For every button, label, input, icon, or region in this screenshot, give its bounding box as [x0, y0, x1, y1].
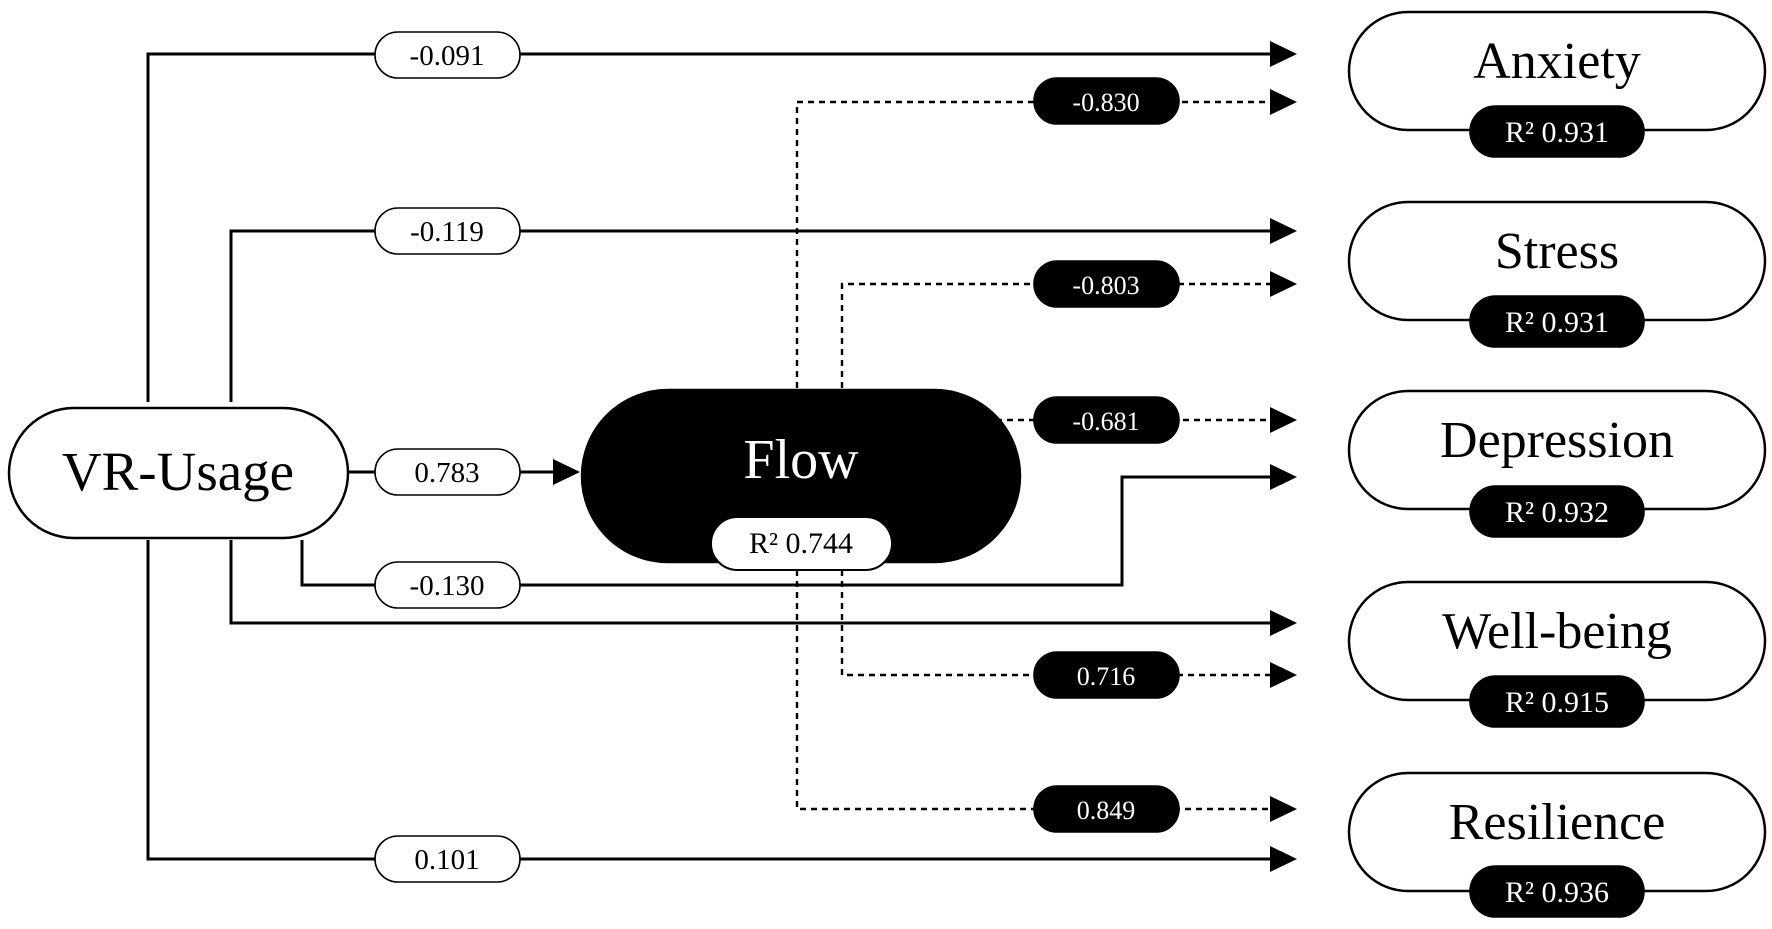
arrowhead-icon [1270, 89, 1297, 115]
svg-text:-0.130: -0.130 [410, 570, 485, 602]
svg-text:-0.119: -0.119 [410, 216, 484, 248]
node-vr-usage: VR-Usage [7, 406, 350, 540]
node-depression-label: Depression [1440, 412, 1674, 469]
node-resilience: Resilience R² 0.936 [1347, 771, 1767, 918]
node-stress-label: Stress [1495, 223, 1619, 280]
edge-flow-resilience [795, 570, 1270, 811]
arrowhead-icon [1270, 662, 1297, 688]
coef-vr-depression: -0.130 [374, 561, 521, 609]
node-resilience-label: Resilience [1449, 794, 1666, 851]
svg-text:-0.091: -0.091 [410, 40, 485, 72]
coef-flow-depression: -0.681 [1033, 396, 1180, 444]
node-flow: Flow R² 0.744 [580, 388, 1022, 571]
node-wellbeing: Well-being R² 0.915 [1347, 580, 1767, 728]
node-anxiety-label: Anxiety [1473, 33, 1641, 90]
node-vr-usage-label: VR-Usage [62, 441, 294, 502]
svg-text:-0.803: -0.803 [1072, 271, 1139, 300]
edge-vr-wellbeing [229, 540, 1270, 625]
node-depression-r2: R² 0.932 [1505, 496, 1609, 529]
coef-flow-wellbeing: 0.716 [1033, 651, 1180, 699]
svg-text:0.101: 0.101 [414, 844, 479, 876]
edge-vr-depression [300, 475, 1270, 587]
node-anxiety-r2: R² 0.931 [1505, 116, 1609, 149]
node-wellbeing-r2: R² 0.915 [1505, 686, 1609, 719]
svg-text:0.716: 0.716 [1077, 662, 1136, 691]
edge-vr-stress [229, 229, 1270, 402]
node-wellbeing-label: Well-being [1442, 603, 1672, 660]
arrowhead-icon [553, 459, 580, 485]
edge-vr-anxiety [146, 52, 1270, 402]
arrowhead-icon [1270, 41, 1297, 67]
node-flow-label: Flow [743, 429, 859, 491]
coef-flow-resilience: 0.849 [1033, 785, 1180, 833]
coef-flow-stress: -0.803 [1033, 260, 1180, 308]
node-stress-r2: R² 0.931 [1505, 306, 1609, 339]
arrowhead-icon [1270, 407, 1297, 433]
svg-text:-0.830: -0.830 [1072, 88, 1139, 117]
coef-flow-anxiety: -0.830 [1033, 77, 1180, 125]
svg-text:-0.681: -0.681 [1072, 407, 1139, 436]
coef-vr-flow: 0.783 [374, 448, 521, 496]
svg-text:0.783: 0.783 [414, 457, 479, 489]
arrowhead-icon [1270, 610, 1297, 636]
node-flow-r2: R² 0.744 [749, 527, 853, 560]
arrowhead-icon [1270, 464, 1297, 490]
arrowhead-icon [1270, 796, 1297, 822]
node-anxiety: Anxiety R² 0.931 [1347, 10, 1767, 158]
arrowhead-icon [1270, 846, 1297, 872]
node-stress: Stress R² 0.931 [1347, 200, 1767, 348]
node-depression: Depression R² 0.932 [1347, 389, 1767, 538]
coef-vr-stress: -0.119 [374, 207, 521, 255]
node-resilience-r2: R² 0.936 [1505, 876, 1609, 909]
arrowhead-icon [1270, 271, 1297, 297]
edge-vr-resilience [146, 540, 1270, 861]
coef-vr-resilience: 0.101 [374, 835, 521, 883]
coef-vr-anxiety: -0.091 [374, 31, 521, 79]
edge-flow-anxiety [795, 100, 1270, 388]
arrowhead-icon [1270, 218, 1297, 244]
svg-text:0.849: 0.849 [1077, 796, 1136, 825]
